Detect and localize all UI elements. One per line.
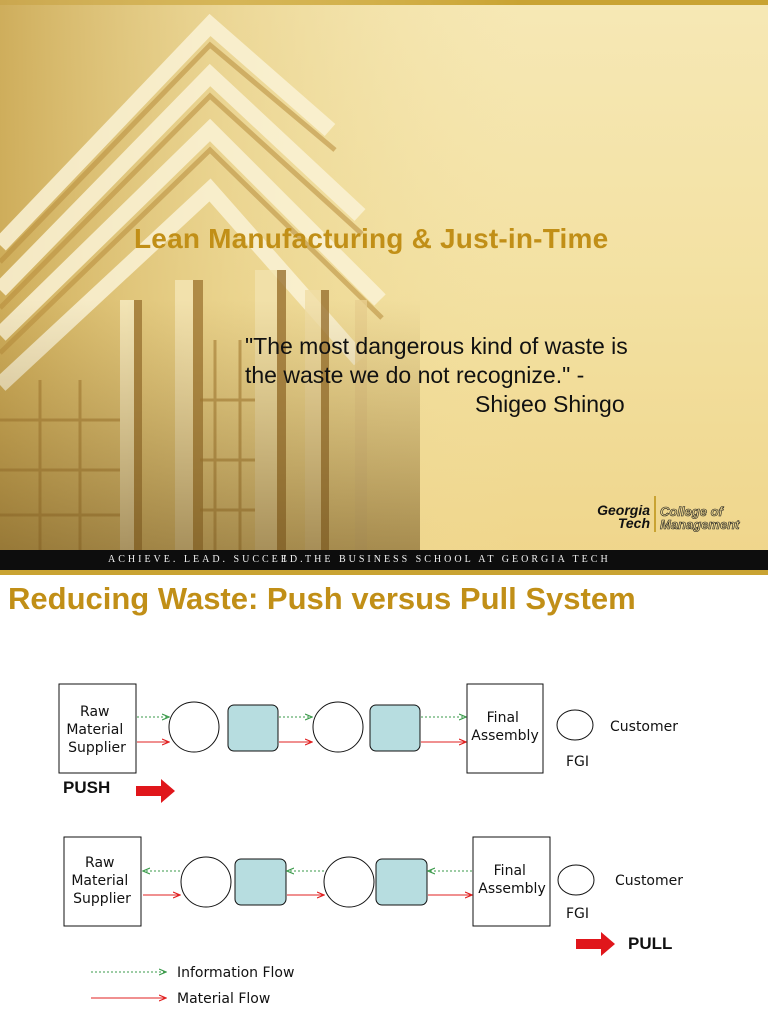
pull-label: PULL: [628, 934, 672, 953]
push-red-arrow-icon: [136, 779, 175, 803]
push-inventory-circle: [312, 701, 364, 753]
push-pull-diagram: Raw Material Supplier Final Assembly Cus…: [58, 683, 683, 1007]
logo-college-text: College of Management: [660, 504, 740, 532]
push-process-box: [227, 704, 279, 752]
quote: "The most dangerous kind of waste is the…: [245, 332, 628, 419]
pull-inventory-circle: [323, 856, 375, 908]
pull-fgi-circle: [557, 864, 595, 896]
legend: Information Flow Material Flow: [91, 965, 294, 1007]
logo-divider: [654, 496, 656, 532]
push-fgi-circle: [556, 709, 594, 741]
push-customer-label: Customer: [610, 719, 678, 735]
pull-assembly-label: Final Assembly: [478, 863, 545, 897]
pull-supplier-label: Raw Material Supplier: [71, 855, 132, 907]
pull-system: Raw Material Supplier Final Assembly Cus…: [63, 836, 683, 956]
slide-title: Lean Manufacturing & Just-in-Time: [134, 223, 609, 254]
pull-process-box: [375, 858, 428, 906]
pull-assembly-box: [472, 836, 551, 927]
georgia-tech-logo: Georgia Tech College of Management: [580, 496, 760, 536]
bottom-gold-bar: [0, 570, 768, 575]
pull-customer-label: Customer: [615, 873, 683, 889]
push-assembly-label: Final Assembly: [471, 710, 538, 744]
tagline-bar: ACHIEVE. LEAD. SUCCEED. I THE BUSINESS S…: [0, 550, 768, 570]
logo-line-tech: Tech: [617, 515, 650, 531]
push-process-box: [369, 704, 421, 752]
tagline-separator: I: [283, 554, 290, 565]
push-pull-slide: Reducing Waste: Push versus Pull System …: [0, 575, 768, 1024]
logo-line-georgia: Georgia: [597, 502, 650, 518]
quote-line-1: "The most dangerous kind of waste is: [245, 333, 628, 359]
pull-inventory-circle: [180, 856, 232, 908]
pull-supplier-box: [63, 836, 142, 927]
pull-red-arrow-icon: [576, 932, 615, 956]
pull-process-box: [234, 858, 287, 906]
tagline-right: THE BUSINESS SCHOOL AT GEORGIA TECH: [305, 554, 611, 565]
push-inventory-circle: [168, 701, 220, 753]
building-photo-background: [0, 0, 520, 550]
pull-fgi-label: FGI: [566, 906, 589, 922]
logo-georgia-tech-text: Georgia Tech: [580, 502, 650, 531]
tagline-left: ACHIEVE. LEAD. SUCCEED.: [108, 554, 306, 565]
legend-material-label: Material Flow: [177, 991, 270, 1007]
push-fgi-label: FGI: [566, 754, 589, 770]
push-assembly-box: [466, 683, 544, 774]
legend-info-label: Information Flow: [177, 965, 294, 981]
push-supplier-box: [58, 683, 137, 774]
title-slide: Lean Manufacturing & Just-in-Time "The m…: [0, 0, 768, 575]
quote-author: Shigeo Shingo: [475, 391, 625, 417]
logo-line-management: Management: [660, 517, 740, 532]
quote-line-2: the waste we do not recognize." -: [245, 362, 585, 388]
logo-line-college-of: College of: [660, 504, 723, 519]
slide-title: Reducing Waste: Push versus Pull System: [8, 581, 636, 616]
push-system: Raw Material Supplier Final Assembly Cus…: [58, 683, 678, 803]
push-supplier-label: Raw Material Supplier: [66, 704, 127, 756]
push-label: PUSH: [63, 778, 110, 797]
